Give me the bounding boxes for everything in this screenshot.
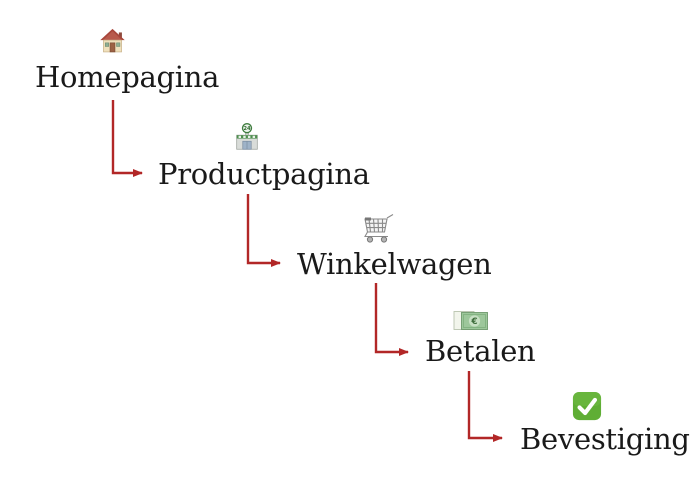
arrow-productpagina-to-winkelwagen (246, 194, 281, 267)
shopping-cart-icon (357, 211, 397, 244)
node-bevestiging: Bevestiging (520, 422, 690, 456)
node-betalen: Betalen (425, 334, 536, 368)
svg-text:24: 24 (243, 126, 251, 132)
convenience-store-icon: 24 (232, 123, 262, 153)
node-winkelwagen: Winkelwagen (297, 247, 492, 281)
check-mark-icon (572, 391, 602, 421)
svg-text:€: € (470, 317, 477, 327)
node-homepagina: Homepagina (35, 60, 220, 94)
arrow-winkelwagen-to-betalen (374, 283, 409, 356)
arrow-homepagina-to-productpagina (111, 100, 143, 177)
house-icon (98, 27, 127, 56)
euro-banknote-icon: € (453, 309, 489, 333)
arrow-betalen-to-bevestiging (467, 371, 503, 442)
node-productpagina: Productpagina (158, 157, 370, 191)
